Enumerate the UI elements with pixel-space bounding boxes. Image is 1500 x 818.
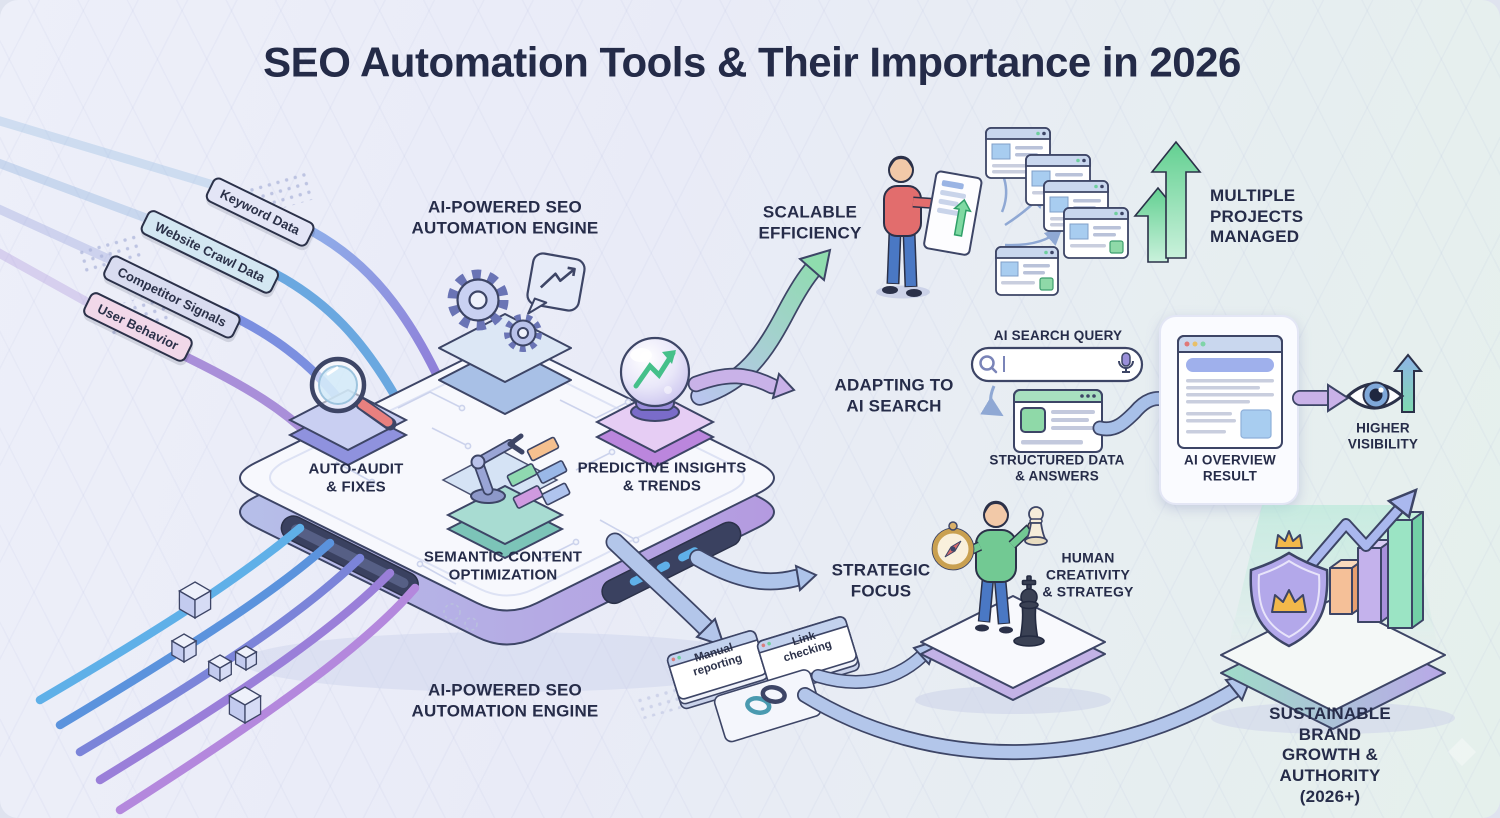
page-title: SEO Automation Tools & Their Importance … [263,38,1241,86]
module-label-auto-audit: AUTO-AUDIT & FIXES [308,460,404,496]
outcome-label-adapting-ai-search: ADAPTING TO AI SEARCH [834,375,954,415]
semantic-pedestal [441,433,571,560]
up-arrow-icon [952,198,972,237]
ai-overview-panel [1159,315,1299,505]
compass-icon [931,521,975,571]
strategic-scene [915,500,1111,714]
ai-search-flow [970,315,1424,505]
predictive-pedestal [594,336,716,469]
input-cables [171,221,441,441]
chain-card [713,669,822,743]
efficiency-scene [876,127,1202,299]
chain-link-icon [745,685,787,715]
to-cards-arrow [605,532,726,648]
gears-pedestal [438,252,586,415]
sparkle-decoration [1448,738,1476,766]
robot-arm-icon [470,433,571,509]
adapting-arrow [687,367,796,400]
outcome-label-multiple-projects: MULTIPLE PROJECTS MANAGED [1210,185,1304,247]
manual-reporting-card [666,630,770,710]
dashboard-panel [923,170,983,256]
up-arrow-icon [1392,353,1424,413]
trend-arrow-icon [1304,487,1418,572]
outcome-label-strategic-focus: STRATEGIC FOCUS [831,560,931,600]
shield-crown-icon [1249,530,1329,648]
audit-pedestal [287,356,409,467]
growth-arrows-icon [1133,140,1202,263]
engine-label-top: AI-POWERED SEO AUTOMATION ENGINE [411,197,599,237]
module-label-predictive: PREDICTIVE INSIGHTS & TRENDS [577,459,747,495]
gear-icon [447,269,509,331]
structured-data-label: STRUCTURED DATA & ANSWERS [989,452,1125,484]
to-visibility-arrow [1292,383,1350,413]
data-cubes [170,581,262,725]
microphone-icon [1118,352,1134,373]
chess-pieces-icon [1013,506,1048,647]
ai-overview-label: AI OVERVIEW RESULT [1184,452,1276,484]
chat-trend-icon [526,252,586,315]
strategic-arrow [689,549,818,593]
outcome-label-scalable-efficiency: SCALABLE EFFICIENCY [758,202,862,242]
gear-icon-small [504,314,542,352]
search-icon [979,355,995,371]
outcome-label-human-creativity: HUMAN CREATIVITY & STRATEGY [1042,549,1134,600]
engine-label-bottom: AI-POWERED SEO AUTOMATION ENGINE [411,680,599,720]
outcome-label-higher-visibility: HIGHER VISIBILITY [1347,420,1419,452]
magnifier-icon [309,356,397,431]
eye-icon [1345,381,1405,410]
outcome-label-sustainable-growth: SUSTAINABLE BRAND GROWTH & AUTHORITY (20… [1269,704,1391,807]
browser-window-icon [985,127,1129,296]
module-label-semantic: SEMANTIC CONTENT OPTIMIZATION [423,548,583,584]
search-bar-icon [970,346,1144,383]
visibility-group [1345,353,1424,413]
background-cable-tails [0,116,255,331]
bar-chart-icon [1329,511,1424,629]
structured-data-card [1013,389,1103,453]
ai-search-query-label: AI SEARCH QUERY [993,327,1123,343]
sustainable-scene [1211,487,1476,766]
crystal-ball-icon [619,336,691,422]
